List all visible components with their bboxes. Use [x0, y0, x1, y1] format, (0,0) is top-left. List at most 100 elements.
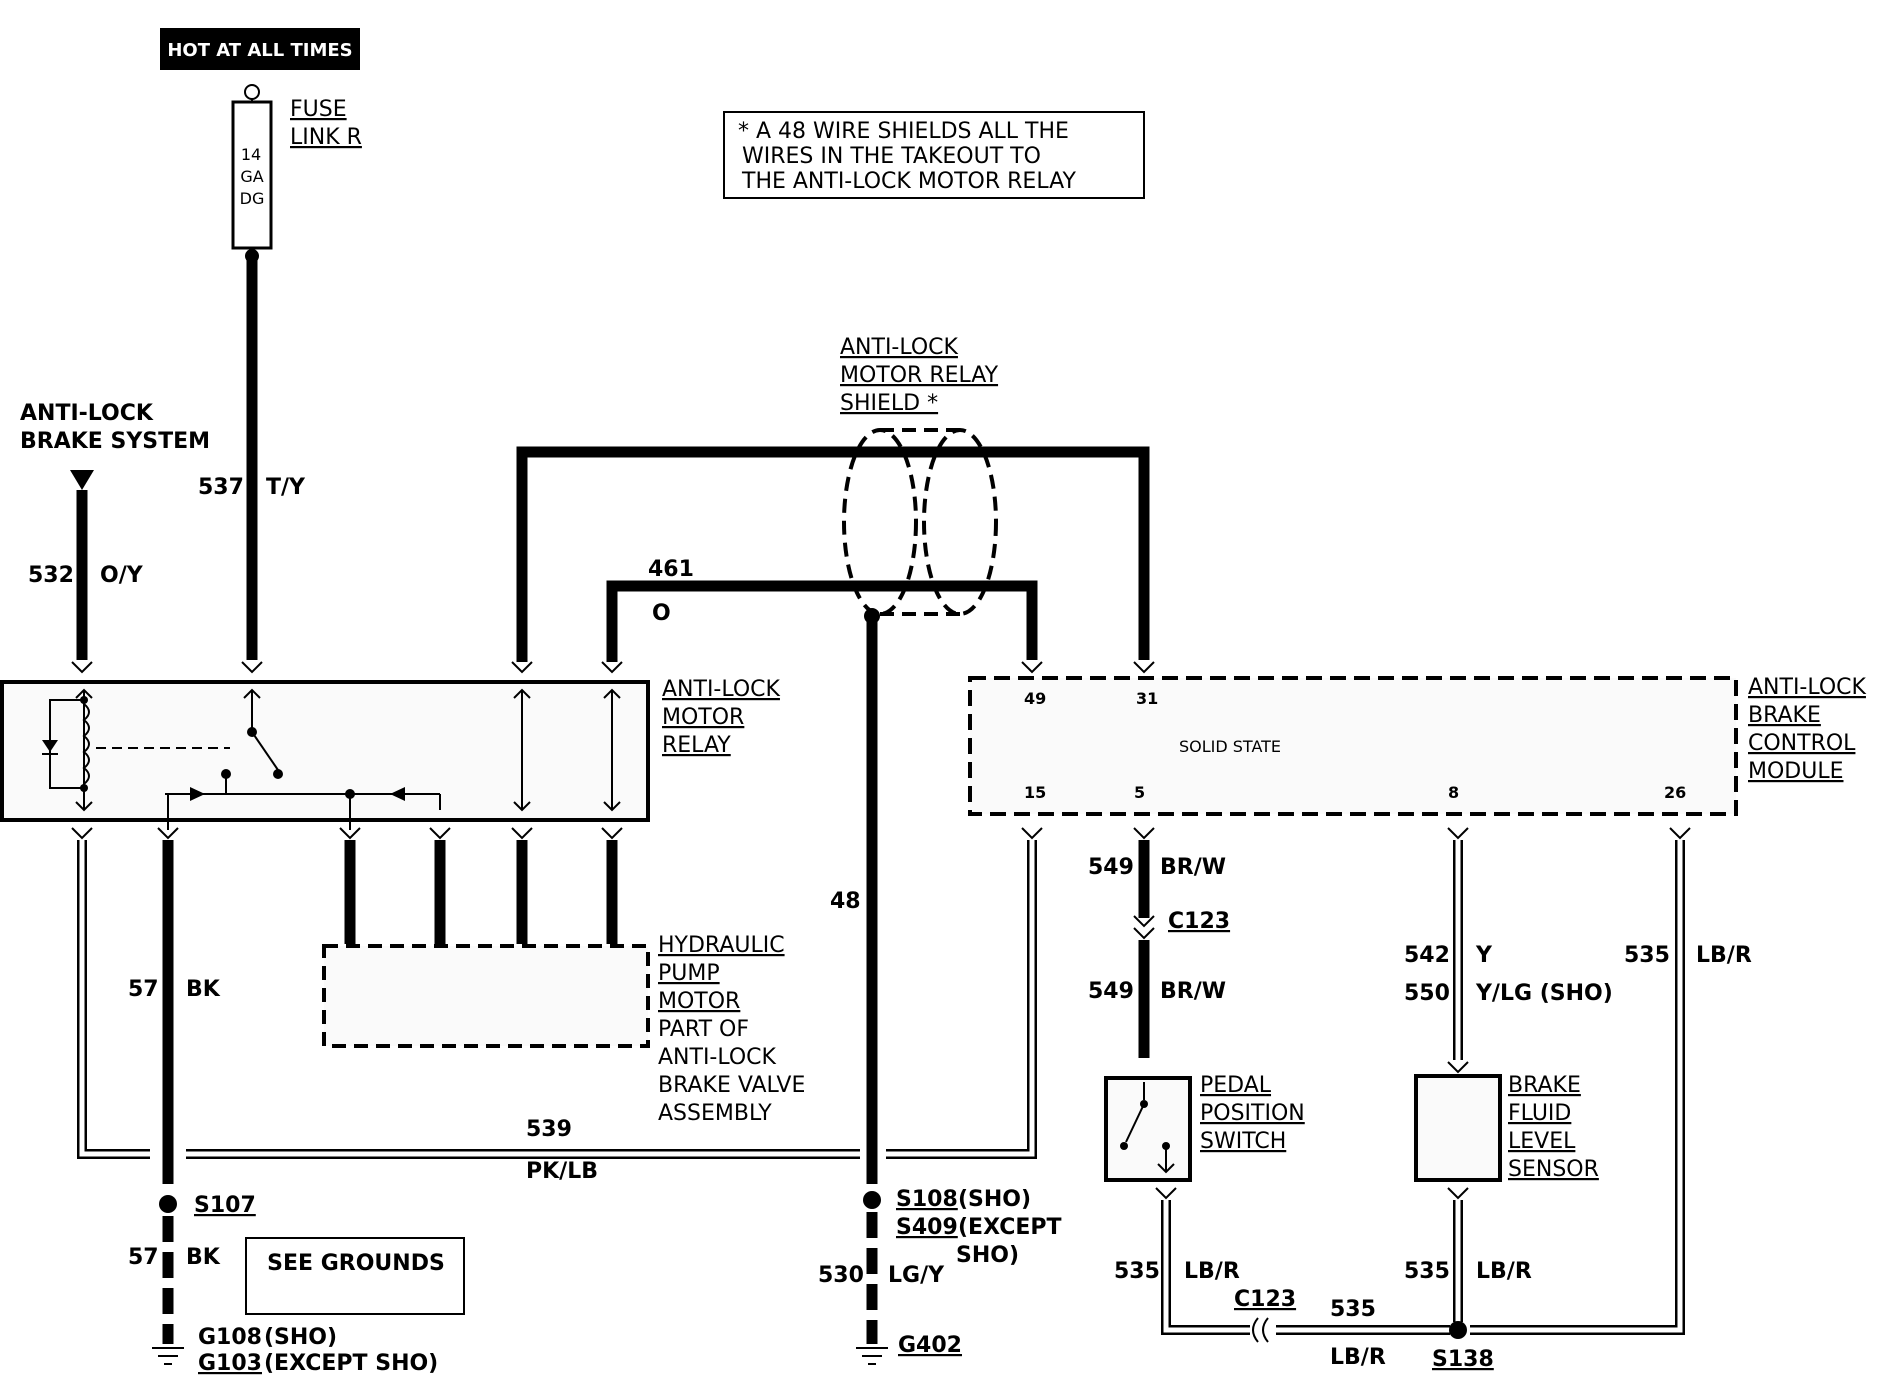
- splice-s138: S138: [1432, 1347, 1494, 1372]
- module-pin-8: 8: [1448, 783, 1459, 802]
- module-title-1: ANTI-LOCK: [1748, 675, 1867, 700]
- hydraulic-pump-motor-box: [322, 944, 650, 1048]
- abs-system-arrow-icon: [70, 470, 94, 490]
- fluid-sensor-title-3: LEVEL: [1508, 1129, 1576, 1154]
- fuse-gauge-3: DG: [240, 189, 265, 208]
- wire-530-color: LG/Y: [888, 1263, 945, 1288]
- wire-535-pedal-number: 535: [1114, 1259, 1160, 1284]
- pump-title-3: MOTOR: [658, 989, 740, 1014]
- ground-icon: [152, 1347, 184, 1365]
- wire-537-number: 537: [198, 475, 244, 500]
- shield-note-line2: WIRES IN THE TAKEOUT TO: [742, 144, 1041, 169]
- pedal-switch-title-1: PEDAL: [1200, 1073, 1272, 1098]
- wire-57b-number: 57: [128, 1245, 159, 1270]
- wire-48-number: 48: [830, 889, 861, 914]
- pedal-switch-title-3: SWITCH: [1200, 1129, 1286, 1154]
- fluid-sensor-title-4: SENSOR: [1508, 1157, 1599, 1182]
- wire-535-bottom-number: 535: [1330, 1297, 1376, 1322]
- splice-s409-note: (EXCEPT: [958, 1215, 1062, 1240]
- module-pin-15: 15: [1024, 783, 1046, 802]
- shield-title-1: ANTI-LOCK: [840, 335, 959, 360]
- brake-control-module-box: [968, 676, 1738, 816]
- wire-535-sensor-number: 535: [1404, 1259, 1450, 1284]
- ground-g402: G402: [898, 1333, 962, 1358]
- wire-539-color: PK/LB: [526, 1159, 598, 1184]
- abs-system-title-2: BRAKE SYSTEM: [20, 429, 210, 454]
- wire-57-color: BK: [186, 977, 221, 1002]
- fuse-title-2: LINK R: [290, 125, 362, 150]
- see-grounds-box: [245, 1237, 465, 1315]
- wire-550-color: Y/LG (SHO): [1475, 981, 1613, 1006]
- relay-to-module-wire-upper: [516, 446, 1150, 662]
- module-title-2: BRAKE: [1748, 703, 1821, 728]
- abs-system-title-1: ANTI-LOCK: [20, 401, 154, 426]
- module-title-4: MODULE: [1748, 759, 1844, 784]
- hot-at-all-times-label: HOT AT ALL TIMES: [167, 40, 352, 61]
- splice-s409: S409: [896, 1215, 958, 1240]
- motor-relay-box: [0, 680, 650, 822]
- pump-note-3: BRAKE VALVE: [658, 1073, 805, 1098]
- wire-461: [606, 580, 1038, 662]
- wire-535-right-color: LB/R: [1696, 943, 1752, 968]
- wire-535-right-number: 535: [1624, 943, 1670, 968]
- fuse-gauge-1: 14: [241, 145, 261, 164]
- pedal-position-switch-box: [1104, 1076, 1192, 1182]
- fuse-top-terminal: [244, 84, 260, 100]
- module-pin-31: 31: [1136, 689, 1158, 708]
- connector-c123-lower: C123: [1234, 1287, 1296, 1312]
- module-pin-49: 49: [1024, 689, 1046, 708]
- wire-461-color: O: [652, 601, 671, 626]
- wire-542-number: 542: [1404, 943, 1450, 968]
- connector-c123-upper: C123: [1168, 909, 1230, 934]
- ground-g402-icon: [856, 1347, 888, 1365]
- fuse-title-1: FUSE: [290, 97, 347, 122]
- wire-535-bottom-color: LB/R: [1330, 1345, 1386, 1370]
- motor-relay-title-1: ANTI-LOCK: [662, 677, 781, 702]
- module-inner-label: SOLID STATE: [1179, 737, 1281, 756]
- fuse-gauge-2: GA: [240, 167, 263, 186]
- motor-relay-title-3: RELAY: [662, 733, 731, 758]
- ground-g103: G103: [198, 1351, 262, 1376]
- fuse-link-body: [231, 100, 273, 250]
- pedal-switch-title-2: POSITION: [1200, 1101, 1305, 1126]
- shield-note-line3: THE ANTI-LOCK MOTOR RELAY: [741, 169, 1076, 194]
- pedal-switch-icon: [1120, 1082, 1175, 1174]
- pump-note-4: ASSEMBLY: [658, 1101, 772, 1126]
- shield-note-box: [723, 111, 1145, 199]
- splice-s108-note: (SHO): [958, 1187, 1031, 1212]
- wire-549-number: 549: [1088, 855, 1134, 880]
- motor-relay-shield: [842, 428, 998, 616]
- wire-530-number: 530: [818, 1263, 864, 1288]
- shield-title-3: SHIELD *: [840, 391, 938, 416]
- see-grounds-label: SEE GROUNDS: [267, 1251, 445, 1276]
- brake-fluid-level-sensor-box: [1414, 1074, 1502, 1182]
- wire-532-number: 532: [28, 563, 74, 588]
- wire-549b-number: 549: [1088, 979, 1134, 1004]
- module-pin-5: 5: [1134, 783, 1145, 802]
- wire-535-pedal-color: LB/R: [1184, 1259, 1240, 1284]
- wire-535-sensor-color: LB/R: [1476, 1259, 1532, 1284]
- wire-539-number: 539: [526, 1117, 572, 1142]
- wire-549-color: BR/W: [1160, 855, 1226, 880]
- shield-title-2: MOTOR RELAY: [840, 363, 999, 388]
- pump-title-1: HYDRAULIC: [658, 933, 785, 958]
- ground-g108-note: (SHO): [264, 1325, 337, 1350]
- splice-s138-dot: [1449, 1321, 1467, 1339]
- pump-title-2: PUMP: [658, 961, 720, 986]
- fluid-sensor-title-1: BRAKE: [1508, 1073, 1581, 1098]
- module-pin-26: 26: [1664, 783, 1686, 802]
- wire-57b-color: BK: [186, 1245, 221, 1270]
- module-title-3: CONTROL: [1748, 731, 1856, 756]
- ground-g108: G108: [198, 1325, 262, 1350]
- splice-s107: S107: [194, 1193, 256, 1218]
- ground-g103-note: (EXCEPT SHO): [264, 1351, 438, 1376]
- wire-461-number: 461: [648, 557, 694, 582]
- wire-532-color: O/Y: [100, 563, 144, 588]
- wire-537-color: T/Y: [266, 475, 306, 500]
- fluid-sensor-title-2: FLUID: [1508, 1101, 1571, 1126]
- splice-s108: S108: [896, 1187, 958, 1212]
- wire-57-number: 57: [128, 977, 159, 1002]
- hot-at-all-times-badge: [160, 28, 360, 70]
- wire-542-color: Y: [1475, 943, 1493, 968]
